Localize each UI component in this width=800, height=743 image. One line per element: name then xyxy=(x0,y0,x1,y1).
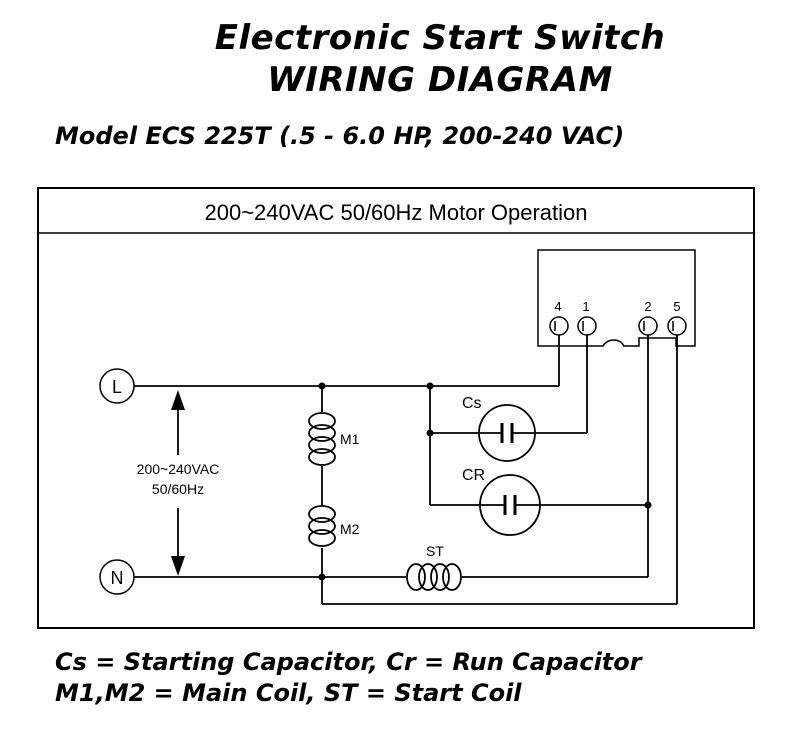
m1-coil xyxy=(308,412,336,466)
st-label: ST xyxy=(426,543,444,559)
legend-line-1: Cs = Starting Capacitor, Cr = Run Capaci… xyxy=(55,648,642,676)
m2-label: M2 xyxy=(340,521,360,537)
cr-label: CR xyxy=(462,467,485,484)
panel-header: 200~240VAC 50/60Hz Motor Operation xyxy=(205,200,588,225)
switch-box xyxy=(537,249,696,347)
terminal-1 xyxy=(577,316,597,336)
m2-coil xyxy=(308,505,336,547)
terminal-label: 5 xyxy=(673,299,680,314)
junctions xyxy=(318,382,652,581)
neutral-terminal xyxy=(99,559,135,595)
starting-capacitor xyxy=(478,404,536,462)
supply-voltage-label: 200~240VAC xyxy=(137,461,220,477)
legend-line-2: M1,M2 = Main Coil, ST = Start Coil xyxy=(55,679,522,707)
voltage-arrow xyxy=(171,390,185,576)
neutral-label: N xyxy=(111,568,124,588)
run-capacitor xyxy=(479,474,541,536)
wires xyxy=(134,335,678,605)
start-coil xyxy=(406,563,462,591)
line-label: L xyxy=(112,377,122,397)
title-line-1: Electronic Start Switch xyxy=(214,18,666,58)
title-line-2: WIRING DIAGRAM xyxy=(267,60,613,100)
terminal-5 xyxy=(667,316,687,336)
terminal-label: 4 xyxy=(554,299,561,314)
cs-label: Cs xyxy=(462,395,482,412)
model-subtitle: Model ECS 225T (.5 - 6.0 HP, 200-240 VAC… xyxy=(55,122,625,150)
diagram-frame xyxy=(37,187,755,629)
terminal-2 xyxy=(638,316,658,336)
line-terminal xyxy=(99,368,135,404)
supply-frequency-label: 50/60Hz xyxy=(152,481,204,497)
terminal-4 xyxy=(549,316,569,336)
terminal-label: 1 xyxy=(582,299,589,314)
m1-label: M1 xyxy=(340,431,360,447)
terminal-label: 2 xyxy=(644,299,651,314)
